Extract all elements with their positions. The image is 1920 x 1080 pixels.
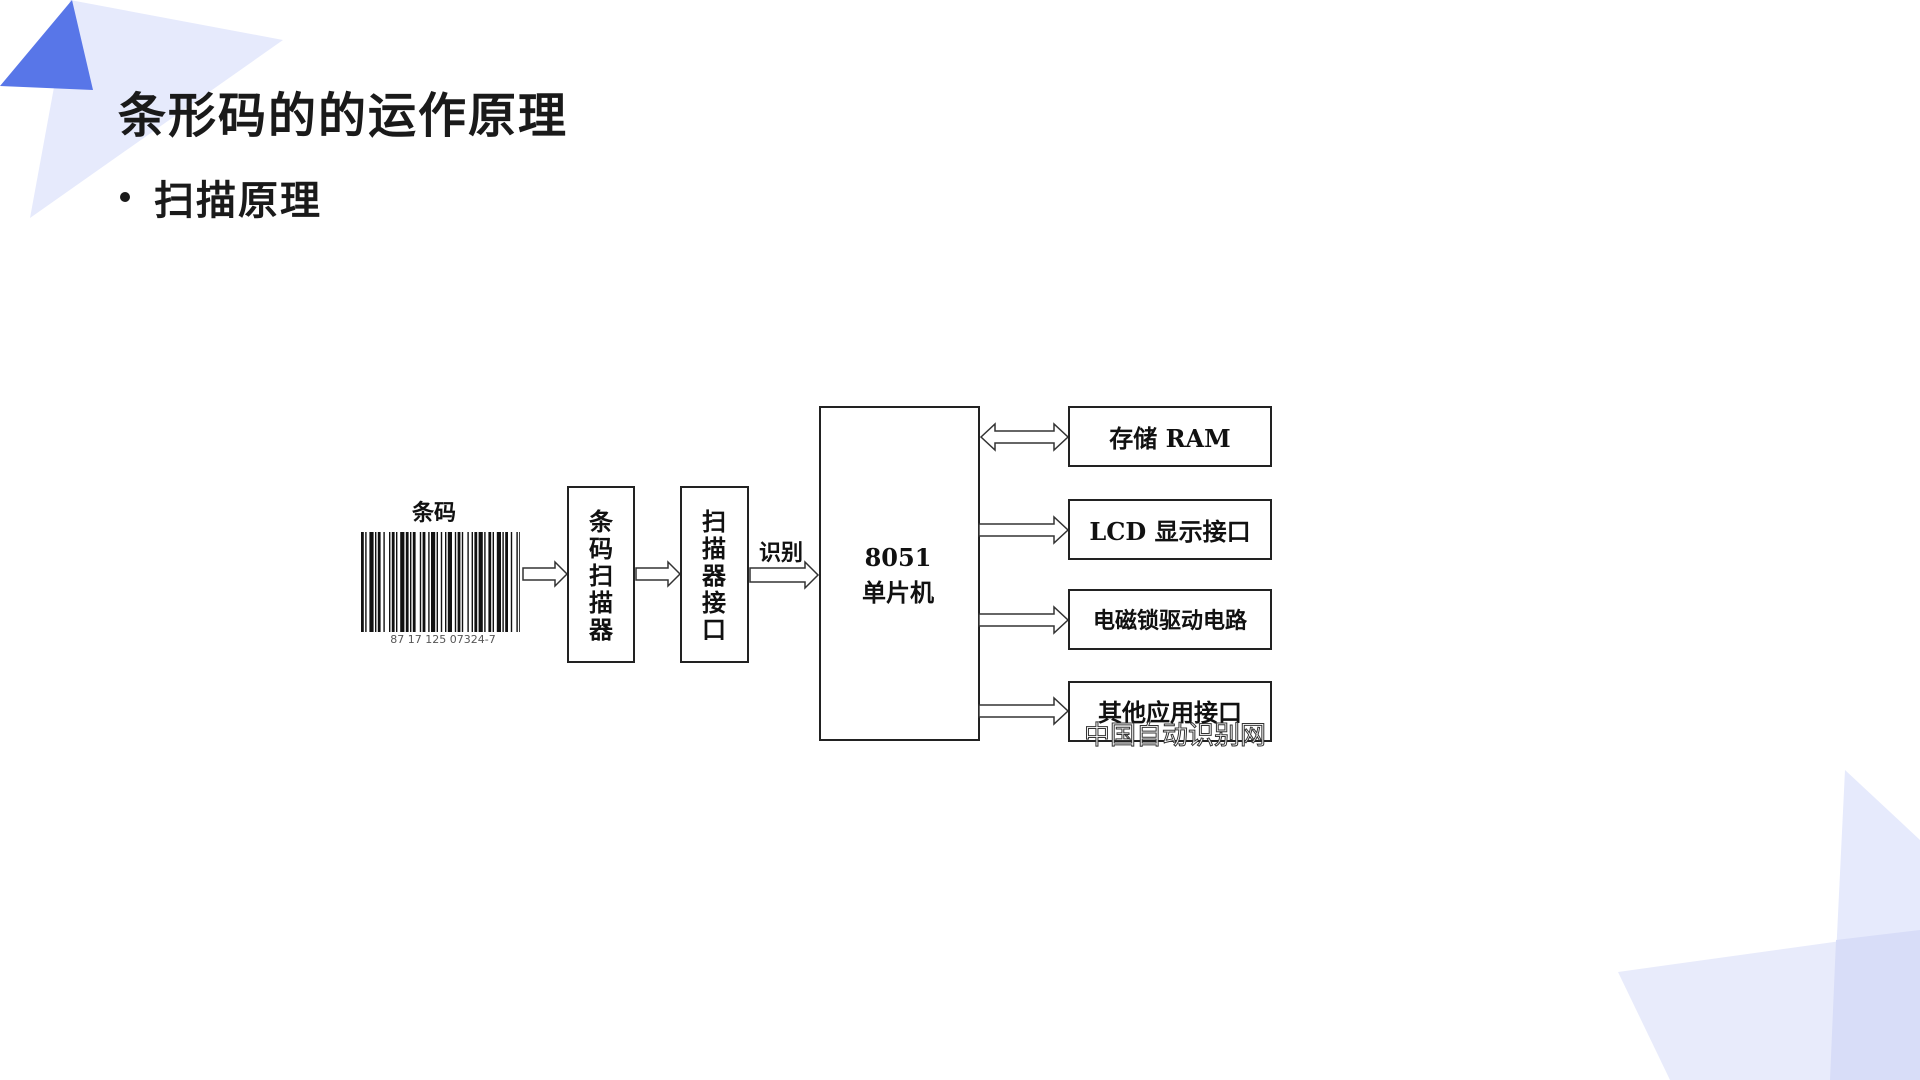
- barcode-bar: [419, 532, 422, 632]
- barcode-bar: [361, 532, 364, 632]
- barcode-bar: [502, 532, 504, 632]
- lcd-label: LCD 显示接口: [1089, 517, 1250, 546]
- arrow-mcu-to-lcd: [978, 515, 1070, 545]
- arrow-interface-to-mcu: [749, 560, 820, 590]
- barcode-bar: [405, 532, 409, 632]
- scanner-box-char-5: 器: [588, 615, 614, 644]
- lock-driver-box: [1068, 589, 1272, 650]
- barcode-bar: [484, 532, 486, 632]
- arrow-mcu-to-other: [978, 696, 1070, 726]
- barcode-bar: [391, 532, 395, 632]
- ram-box: [1068, 406, 1272, 467]
- barcode-bar: [478, 532, 483, 632]
- scanner-box-char-2: 码: [589, 534, 613, 563]
- barcode-bar: [461, 532, 464, 632]
- barcode-label: 条码: [411, 500, 456, 526]
- barcode-bar: [428, 532, 430, 632]
- barcode-bar: [431, 532, 436, 632]
- barcode-bar: [505, 532, 508, 632]
- barcode-bar: [447, 532, 452, 632]
- interface-box-char-1: 扫: [702, 507, 726, 536]
- other-interface-box: [1068, 681, 1272, 742]
- bullet-item: 扫描原理: [120, 168, 322, 226]
- scanner-box: [567, 486, 635, 663]
- barcode-bar: [369, 532, 374, 632]
- recognize-label: 识别: [759, 540, 803, 566]
- lcd-box: [1068, 499, 1272, 560]
- barcode-bar: [389, 532, 391, 632]
- mcu-model-label: 8051: [865, 543, 932, 572]
- barcode-bar: [375, 532, 377, 632]
- watermark-text: 中国自动识别网: [1084, 721, 1266, 751]
- barcode-bar: [365, 532, 367, 632]
- barcode-bar: [488, 532, 492, 632]
- barcode-bar: [492, 532, 494, 632]
- mcu-box: [819, 406, 980, 741]
- arrow-scanner-to-interface: [635, 560, 682, 588]
- scanner-box-char-4: 描: [589, 588, 613, 617]
- interface-box-char-3: 器: [701, 561, 727, 590]
- barcode-number: 87 17 125 07324-7: [390, 633, 495, 646]
- interface-box-char-5: 口: [702, 615, 726, 644]
- interface-box-char-4: 接: [702, 588, 726, 617]
- barcode-bar: [457, 532, 461, 632]
- barcode-bar: [445, 532, 447, 632]
- barcode-bar: [496, 532, 501, 632]
- lock-driver-label: 电磁锁驱动电路: [1093, 608, 1248, 634]
- arrow-mcu-ram-bidirectional: [979, 422, 1070, 452]
- barcode-bar: [440, 532, 443, 632]
- barcode-bar: [410, 532, 412, 632]
- light-triangle-top-left: [30, 0, 283, 218]
- mcu-name-label: 单片机: [862, 578, 934, 607]
- barcode-bar: [510, 532, 513, 632]
- barcode-bar: [412, 532, 416, 632]
- barcode-bar: [519, 532, 520, 632]
- blue-triangle-top-left: [0, 0, 93, 90]
- scanner-box-char-3: 扫: [589, 561, 613, 590]
- arrow-barcode-to-scanner: [522, 560, 569, 588]
- barcode-bar: [377, 532, 381, 632]
- barcode-bar: [396, 532, 398, 632]
- bullet-text: 扫描原理: [154, 178, 322, 224]
- barcode-bar: [436, 532, 438, 632]
- barcode-bar: [454, 532, 457, 632]
- ram-label: 存储 RAM: [1109, 424, 1231, 453]
- barcode-bar: [471, 532, 473, 632]
- barcode-image: [361, 532, 520, 632]
- interface-box-char-2: 描: [702, 534, 726, 563]
- barcode-bar: [474, 532, 478, 632]
- arrow-mcu-to-lock: [978, 605, 1070, 635]
- barcode-bar: [467, 532, 469, 632]
- barcode-bar: [422, 532, 426, 632]
- bullet-dot-icon: [120, 192, 130, 202]
- barcode-bar: [516, 532, 518, 632]
- page-title: 条形码的的运作原理: [118, 88, 569, 144]
- scanner-interface-box: [680, 486, 749, 663]
- other-interface-label: 其他应用接口: [1098, 698, 1242, 727]
- scanner-box-char-1: 条: [589, 507, 614, 536]
- barcode-bar: [400, 532, 405, 632]
- barcode-bar: [383, 532, 385, 632]
- overlap-triangle-bottom-right: [1830, 930, 1920, 1080]
